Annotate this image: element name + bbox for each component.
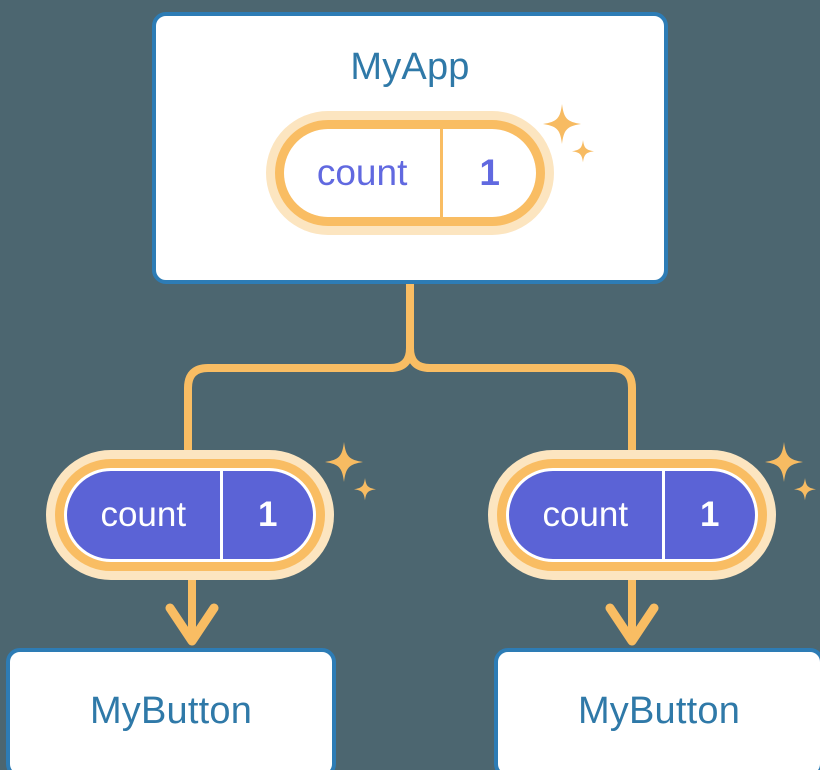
state-pill-ring: count 1: [55, 459, 325, 571]
connector-root-to-left: [184, 280, 414, 456]
state-pill-right[interactable]: count 1: [488, 450, 776, 580]
arrowhead-right-icon: [605, 603, 659, 646]
state-pill-left[interactable]: count 1: [46, 450, 334, 580]
mybutton-title: MyButton: [577, 690, 741, 732]
state-pill-inner: count 1: [64, 468, 316, 562]
state-pill-root[interactable]: count 1: [266, 111, 554, 235]
component-box-mybutton-left[interactable]: MyButton: [6, 648, 336, 770]
mybutton-title: MyButton: [89, 690, 253, 732]
state-pill-inner: count 1: [506, 468, 758, 562]
state-key: count: [316, 152, 408, 193]
state-pill-inner: count 1: [284, 129, 536, 217]
connector-root-to-right: [406, 280, 636, 456]
state-pill-ring: count 1: [275, 120, 545, 226]
state-value: 1: [661, 471, 755, 559]
state-pill-ring: count 1: [497, 459, 767, 571]
state-value: 1: [440, 129, 536, 217]
state-key: count: [542, 495, 629, 534]
state-value: 1: [219, 471, 313, 559]
state-key: count: [100, 495, 187, 534]
myapp-title: MyApp: [350, 46, 470, 88]
arrowhead-left-icon: [165, 603, 219, 646]
component-box-mybutton-right[interactable]: MyButton: [494, 648, 820, 770]
